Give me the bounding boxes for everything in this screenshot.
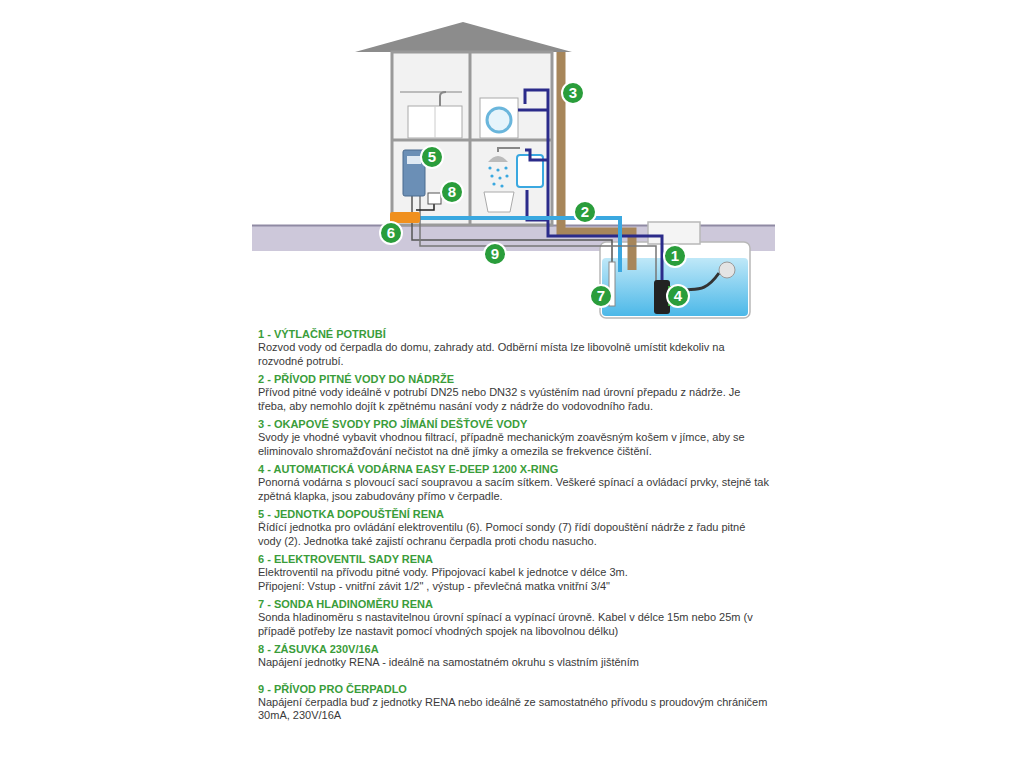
shower-drops: [488, 166, 508, 187]
callout-number: 1: [663, 244, 687, 268]
callout-number: 2: [573, 200, 597, 224]
shower-arm: [498, 148, 520, 152]
item-text: Rozvod vody od čerpadla do domu, zahrady…: [258, 341, 770, 368]
item-text: Svody je vhodné vybavit vhodnou filtrací…: [258, 431, 770, 458]
tank: [600, 242, 750, 318]
callout-number: 3: [561, 81, 585, 105]
item-text: Napájení čerpadla buď z jednotky RENA ne…: [258, 696, 770, 723]
washing-machine: [480, 98, 518, 138]
unit-display: [407, 156, 421, 164]
float: [719, 262, 735, 278]
item-heading: 5 - JEDNOTKA DOPOUŠTĚNÍ RENA: [258, 507, 770, 521]
roof: [355, 22, 572, 52]
probe-cable: [412, 195, 612, 262]
item-text: Sonda hladinoměru s nastavitelnou úrovní…: [258, 611, 770, 638]
cabinet-door: [435, 106, 436, 138]
item-heading: 8 - ZÁSUVKA 230V/16A: [258, 642, 770, 656]
item-heading: 1 - VÝTLAČNÉ POTRUBÍ: [258, 327, 770, 341]
item-text: Připojení: Vstup - vnitřní závit 1/2" , …: [258, 580, 770, 594]
bathtub: [484, 192, 514, 212]
item-heading: 3 - OKAPOVÉ SVODY PRO JÍMÁNÍ DEŠŤOVÉ VOD…: [258, 417, 770, 431]
item-heading: 2 - PŘÍVOD PITNÉ VODY DO NÁDRŽE: [258, 372, 770, 386]
item-text: Ponorná vodárna s plovoucí sací soupravo…: [258, 476, 770, 503]
pump-cable: [420, 195, 656, 282]
callout-number: 6: [379, 221, 403, 245]
item-text: Elektroventil na přívodu pitné vody. Při…: [258, 566, 770, 580]
shelf: [400, 91, 462, 93]
callout-number: 5: [420, 145, 444, 169]
pressure-pipe: [525, 90, 662, 282]
callout-number: 8: [440, 180, 464, 204]
socket: [428, 193, 441, 204]
floor: [392, 139, 552, 142]
item-heading: 9 - PŘÍVOD PRO ČERPADLO: [258, 682, 770, 696]
sink-cabinet: [408, 106, 462, 138]
shower-head: [488, 156, 508, 162]
item-heading: 7 - SONDA HLADINOMĚRU RENA: [258, 597, 770, 611]
pressure-pipe-branch: [518, 109, 548, 112]
callout-number: 4: [666, 284, 690, 308]
drinking-water-pipe: [418, 218, 620, 272]
item-text: Řídící jednotka pro ovládání elektrovent…: [258, 521, 770, 548]
callout-number: 7: [589, 284, 613, 308]
faucet: [440, 92, 446, 106]
description-list: 1 - VÝTLAČNÉ POTRUBÍRozvod vody od čerpa…: [258, 323, 770, 723]
item-heading: 6 - ELEKTROVENTIL SADY RENA: [258, 552, 770, 566]
item-text: Přívod pitné vody ideálně v potrubí DN25…: [258, 386, 770, 413]
callout-number: 9: [483, 242, 507, 266]
item-text: Napájení jednotky RENA - ideálně na samo…: [258, 656, 770, 670]
item-heading: 4 - AUTOMATICKÁ VODÁRNA EASY E-DEEP 1200…: [258, 462, 770, 476]
tank-manhole: [648, 222, 700, 244]
washer-door: [487, 108, 511, 132]
